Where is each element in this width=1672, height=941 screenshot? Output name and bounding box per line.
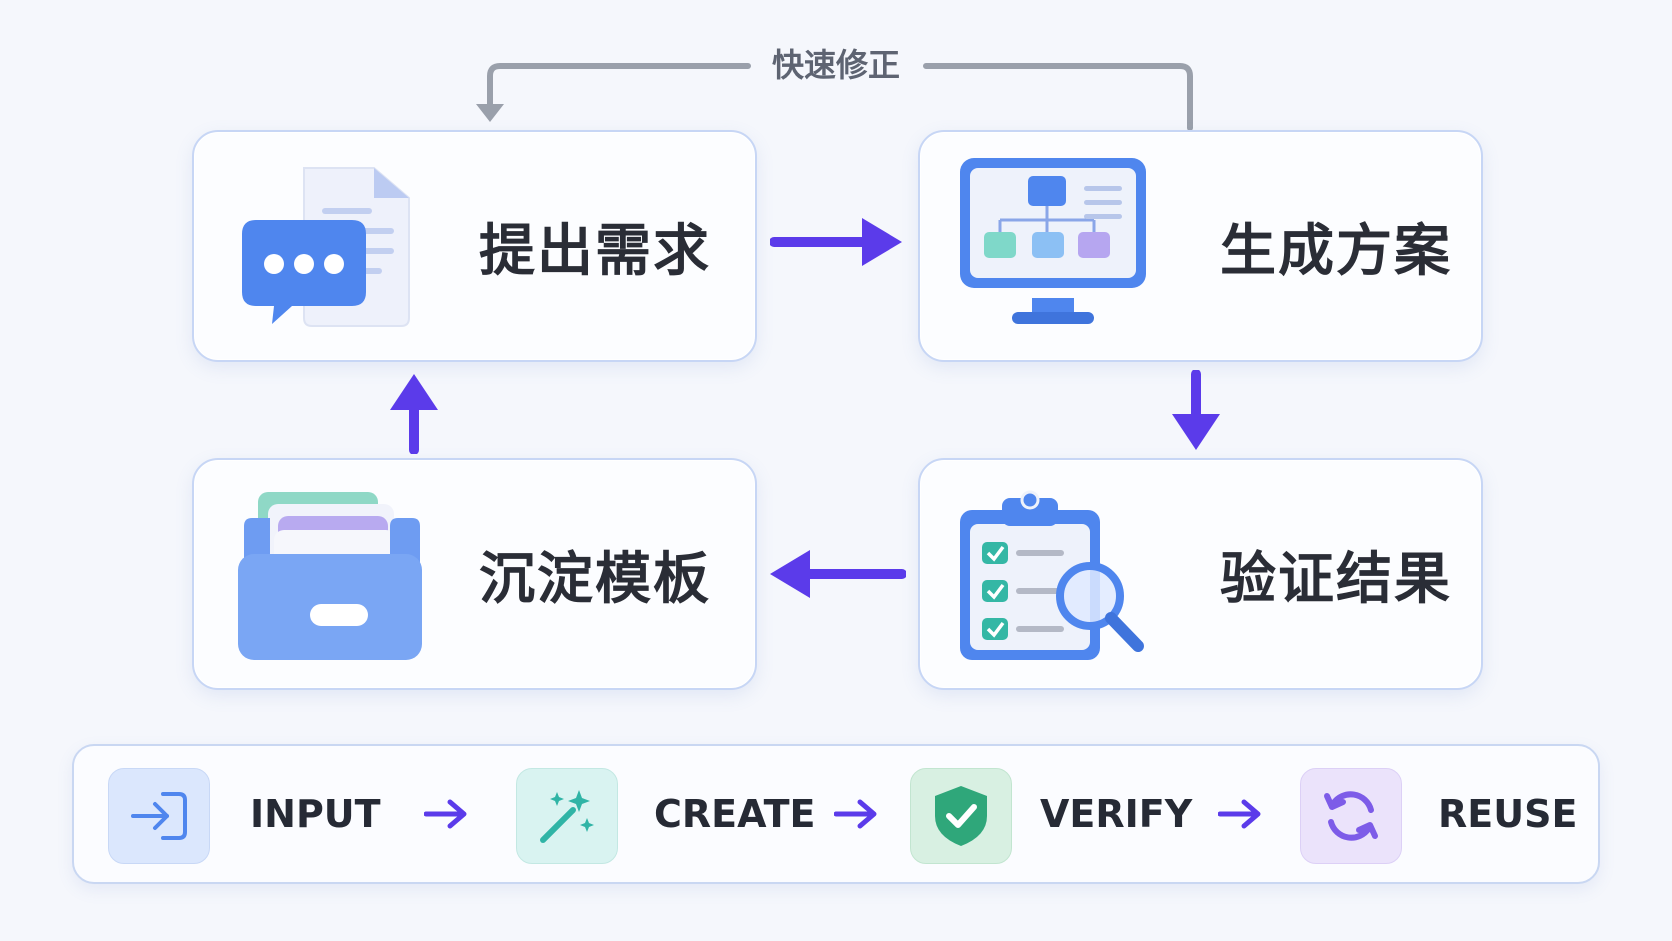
feedback-loop-label: 快速修正 (752, 40, 920, 86)
checklist-magnifier-icon (960, 490, 1144, 660)
arrow-down (1172, 370, 1220, 450)
card-deposit-template: 沉淀模板 (192, 458, 757, 690)
arrow-up (390, 374, 438, 454)
magic-wand-icon (540, 790, 594, 843)
step-tile-verify (910, 768, 1012, 864)
step-arrow (424, 799, 467, 829)
step-label-input: INPUT (250, 792, 381, 836)
step-label-create: CREATE (654, 792, 816, 836)
card-label: 沉淀模板 (479, 546, 711, 612)
card-propose-requirement: 提出需求 (192, 130, 757, 362)
refresh-cycle-icon (1324, 791, 1378, 841)
step-tile-reuse (1300, 768, 1402, 864)
monitor-flowchart-icon (960, 158, 1146, 324)
card-generate-solution: 生成方案 (918, 130, 1483, 362)
card-label: 生成方案 (1220, 218, 1452, 284)
chat-document-icon (242, 167, 410, 327)
step-tile-create (516, 768, 618, 864)
card-label: 提出需求 (479, 218, 711, 284)
arrow-right (770, 218, 902, 266)
step-label-reuse: REUSE (1438, 792, 1578, 836)
process-step-bar: INPUT CREATE VERIFY REUSE (72, 744, 1600, 884)
step-arrow (1218, 799, 1261, 829)
card-verify-result: 验证结果 (918, 458, 1483, 690)
shield-check-icon (935, 786, 987, 846)
step-label-verify: VERIFY (1040, 792, 1193, 836)
step-tile-input (108, 768, 210, 864)
login-arrow-icon (131, 792, 187, 840)
arrow-left (770, 550, 906, 598)
card-label: 验证结果 (1220, 546, 1452, 612)
file-drawer-icon (238, 492, 422, 660)
step-arrow (834, 799, 877, 829)
